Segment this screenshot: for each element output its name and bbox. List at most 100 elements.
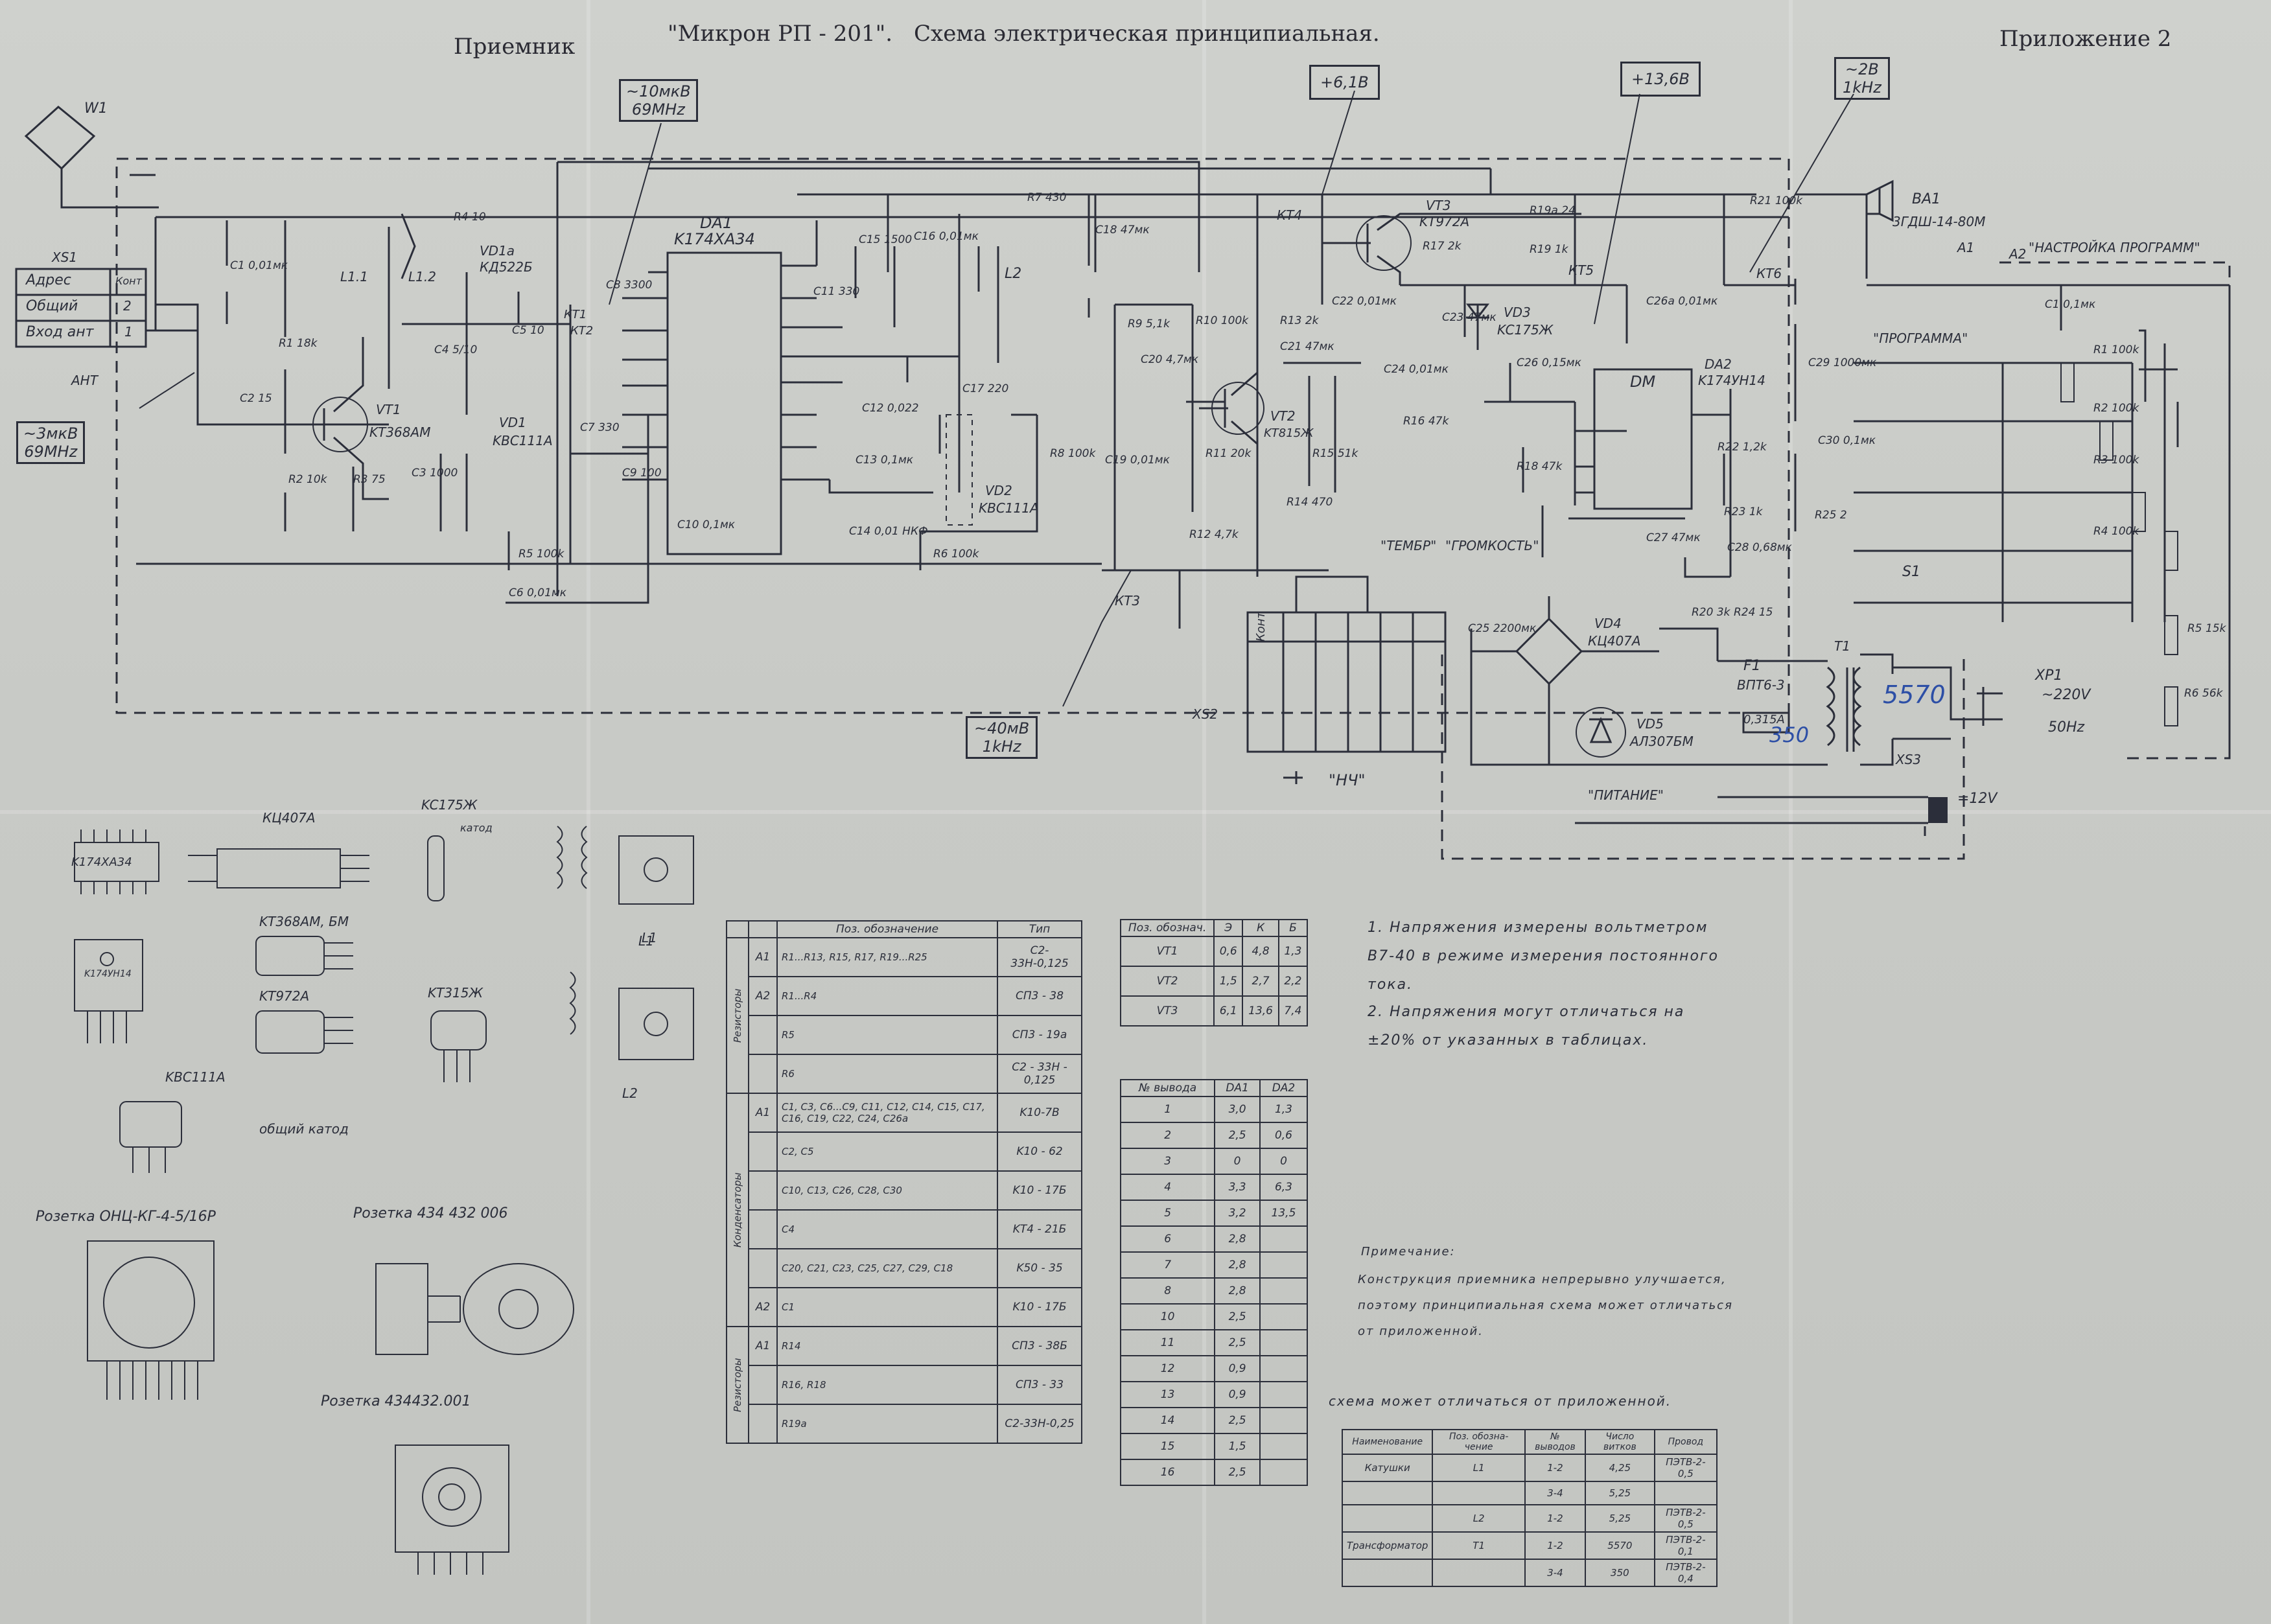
vd1-type: KBC111A <box>493 433 553 448</box>
table-cell: 350 <box>1585 1559 1655 1587</box>
callout-line: 69MHz <box>631 100 685 119</box>
capacitor-label: C9 100 <box>622 467 662 480</box>
f1-label: F1 <box>1743 658 1761 674</box>
xs1-row-common-pin: 2 <box>123 298 132 314</box>
remark-repeat: схема может отличаться от приложенной. <box>1329 1393 1672 1409</box>
table-cell: 5570 <box>1585 1531 1655 1560</box>
pinout-cathode: катод <box>460 822 493 834</box>
da1-label: DA1 <box>700 214 733 232</box>
antenna-symbol <box>24 106 156 209</box>
callout-line: ~40мВ <box>974 719 1030 737</box>
appendix-label: Приложение 2 <box>1999 26 2172 52</box>
paper-fold-horizontal <box>0 810 2271 814</box>
dm-label: DM <box>1630 373 1656 391</box>
table-cell: 16 <box>1119 1459 1216 1486</box>
table-cell: 0 <box>1259 1148 1309 1175</box>
a2-label: A2 <box>2009 246 2027 262</box>
program-switch-label: "ПРОГРАММА" <box>1873 331 1968 346</box>
table-cell: СП3 - 38Б <box>997 1326 1082 1366</box>
table-cell: СП3 - 19а <box>997 1015 1082 1055</box>
table-cell: A1 <box>748 1093 778 1133</box>
table-cell: C1, C3, C6...C9, C11, C12, C14, C15, C17… <box>776 1093 999 1133</box>
table-cell: 4,8 <box>1242 936 1279 967</box>
table-cell <box>1259 1381 1309 1408</box>
socket-label-2: Розетка 434 432 006 <box>353 1205 508 1222</box>
table-header-row: Поз. обозначение Тип <box>726 920 1082 938</box>
table-header-cell <box>748 920 778 938</box>
xs1-row-address-pin: Конт <box>115 275 142 287</box>
callout-line: ~2В <box>1845 60 1879 78</box>
resistor-label: R3 100k <box>2093 454 2139 467</box>
resistor-label: R6 56k <box>2184 687 2223 700</box>
resistor-label: R14 470 <box>1287 496 1333 509</box>
table-cell: 5,25 <box>1585 1481 1655 1505</box>
capacitor-label: C22 0,01мк <box>1332 295 1397 308</box>
testpoint-kt6: КТ6 <box>1756 266 1782 281</box>
table-cell: K50 - 35 <box>997 1248 1082 1288</box>
table-cell: 2,5 <box>1214 1122 1261 1149</box>
vd3-type: KC175Ж <box>1497 322 1554 338</box>
pinout-kc175zh: KC175Ж <box>421 797 478 813</box>
pinout-k174xa34: K174XA34 <box>71 855 132 869</box>
ba1-type: 3ГДШ-14-80М <box>1892 214 1986 229</box>
table-group-cell: Резисторы <box>727 938 749 1093</box>
table-cell: 15 <box>1119 1433 1216 1460</box>
table-header-cell: Число витков <box>1585 1429 1655 1455</box>
testpoint-kt1: КТ1 <box>564 308 587 321</box>
t1-label: T1 <box>1834 638 1850 654</box>
capacitor-label: C23 47мк <box>1442 311 1497 324</box>
table-cell <box>1259 1329 1309 1356</box>
psu-outline <box>1441 655 1965 860</box>
capacitor-label: C30 0,1мк <box>1818 434 1876 447</box>
pinout-kc407a: КЦ407А <box>262 810 316 826</box>
callout-line: ~3мкВ <box>23 424 78 443</box>
resistor-label: R7 430 <box>1027 191 1067 204</box>
table-cell: 1,5 <box>1214 1433 1261 1460</box>
pinout-kt368: KT368AM, БМ <box>259 914 349 929</box>
table-cell <box>1341 1559 1434 1587</box>
table-cell: KT4 - 21Б <box>997 1209 1082 1249</box>
table-header-cell: Поз. обозна- чение <box>1432 1429 1526 1455</box>
table-cell <box>1432 1559 1526 1587</box>
table-cell: A1 <box>748 1326 778 1366</box>
table-cell: L1 <box>1432 1454 1526 1482</box>
table-cell: R1...R4 <box>776 976 999 1016</box>
table-header-cell: Тип <box>997 920 1082 938</box>
resistor-label: R2 100k <box>2093 402 2139 415</box>
table-cell: Трансформатор <box>1341 1531 1434 1560</box>
table-cell: 3 <box>1119 1148 1216 1175</box>
vd5-type: АЛ307БМ <box>1630 734 1694 749</box>
table-cell: СП3 - 33 <box>997 1365 1082 1405</box>
table-cell: R5 <box>776 1015 999 1055</box>
table-cell: K10-7В <box>997 1093 1082 1133</box>
rail-top <box>154 216 1789 331</box>
table-cell <box>1259 1433 1309 1460</box>
table-cell: 0,9 <box>1214 1355 1261 1382</box>
table-header-cell: К <box>1242 919 1279 937</box>
capacitor-label: C8 3300 <box>606 279 653 292</box>
table-cell: ПЭТВ-2-0,5 <box>1653 1454 1718 1482</box>
table-cell: 3-4 <box>1524 1559 1587 1587</box>
l1-2-label: L1.2 <box>408 269 436 284</box>
vt1-label: VT1 <box>376 402 401 417</box>
table-header-cell <box>726 920 749 938</box>
tuning-programs-label: "НАСТРОЙКА ПРОГРАММ" <box>2029 240 2200 255</box>
callout-supply-61: +6,1В <box>1309 65 1380 100</box>
mains-voltage: ~220V <box>2042 687 2091 703</box>
table-cell: 2,5 <box>1214 1303 1261 1330</box>
